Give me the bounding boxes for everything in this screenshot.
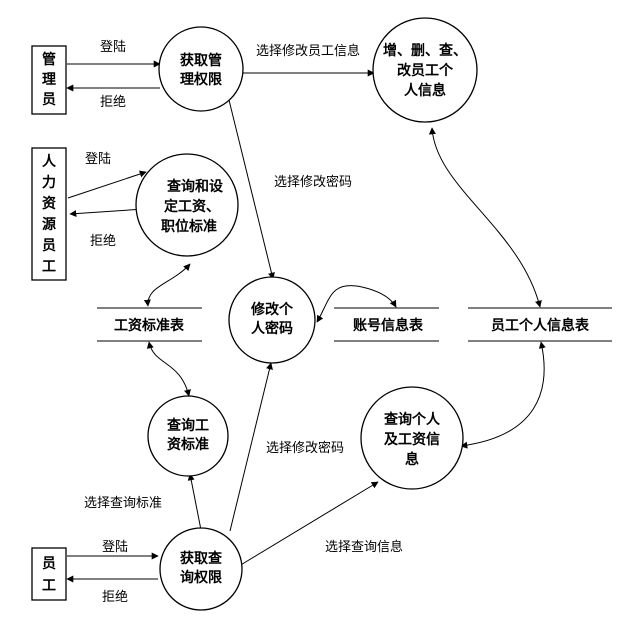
process-admin-auth: 获取管 理权限 xyxy=(158,26,244,112)
svg-text:定工资、: 定工资、 xyxy=(164,198,220,215)
flow-select-modify-employee-label: 选择修改员工信息 xyxy=(256,43,360,59)
svg-text:人密码: 人密码 xyxy=(251,320,293,337)
flow-emp-to-password-arrow xyxy=(229,362,273,532)
flow-emp-to-std-arrow xyxy=(187,473,202,531)
svg-text:查询工: 查询工 xyxy=(167,417,209,434)
flow-emp-login-label: 登陆 xyxy=(102,539,128,555)
flow-hr-std-table-arrow xyxy=(143,263,191,307)
svg-text:增、删、查、: 增、删、查、 xyxy=(383,42,467,59)
data-store-account: 账号信息表 xyxy=(334,307,439,342)
flow-lines xyxy=(66,60,546,583)
flow-hr-login-arrow xyxy=(67,170,147,199)
svg-text:获取管: 获取管 xyxy=(180,52,222,69)
flow-admin-to-password-arrow xyxy=(228,99,275,280)
svg-text:及工资信: 及工资信 xyxy=(384,431,440,448)
process-query-salary-std: 查询工 资标准 xyxy=(147,395,229,477)
flow-emp-reject-label: 拒绝 xyxy=(102,589,128,605)
flow-info-table-personal-arrow xyxy=(460,341,546,449)
svg-text:职位标准: 职位标准 xyxy=(161,218,217,235)
entity-admin: 管 理 员 xyxy=(31,45,67,115)
svg-text:查询个人: 查询个人 xyxy=(384,411,441,428)
data-store-salary-std: 工资标准表 xyxy=(97,307,202,342)
flow-std-table-query-arrow xyxy=(146,341,191,397)
svg-text:员: 员 xyxy=(42,238,56,254)
flow-admin-reject-label: 拒绝 xyxy=(100,94,126,110)
account-table-label: 账号信息表 xyxy=(353,317,424,334)
svg-text:人: 人 xyxy=(42,153,57,170)
svg-text:力: 力 xyxy=(42,174,56,191)
svg-text:资: 资 xyxy=(42,195,56,212)
process-query-personal: 查询个人 及工资信 息 xyxy=(360,386,464,490)
flow-crud-info-table-arrow xyxy=(428,127,542,308)
svg-text:获取查: 获取查 xyxy=(180,550,223,567)
process-crud-employee: 增、删、查、 改员工个 人信息 xyxy=(372,17,478,123)
flow-emp-to-personal-arrow xyxy=(238,481,379,567)
svg-text:查询和设: 查询和设 xyxy=(167,178,224,195)
svg-text:员: 员 xyxy=(42,556,56,572)
svg-text:理: 理 xyxy=(42,72,56,88)
svg-text:人信息: 人信息 xyxy=(404,82,446,99)
svg-text:修改个: 修改个 xyxy=(250,301,294,318)
employee-info-table-label: 员工个人信息表 xyxy=(491,317,590,334)
flow-hr-reject-label: 拒绝 xyxy=(90,233,116,249)
svg-text:员: 员 xyxy=(42,92,56,108)
flow-select-query-info-label: 选择查询信息 xyxy=(325,539,403,555)
data-store-employee-info: 员工个人信息表 xyxy=(468,307,612,342)
flow-hr-login-label: 登陆 xyxy=(85,151,111,167)
process-change-password: 修改个 人密码 xyxy=(228,276,316,364)
flow-select-change-password-top-label: 选择修改密码 xyxy=(274,174,352,190)
entity-hr-staff: 人 力 资 源 员 工 xyxy=(31,147,67,281)
flow-select-query-std-label: 选择查询标准 xyxy=(84,496,162,511)
flow-labels: 登陆 拒绝 选择修改员工信息 选择修改密码 登陆 拒绝 选择修改密码 选择查询标… xyxy=(84,39,403,605)
flow-password-account-arrow xyxy=(316,285,397,323)
flow-select-change-password-bottom-label: 选择修改密码 xyxy=(266,440,344,456)
entity-employee: 员 工 xyxy=(31,547,67,601)
svg-text:息: 息 xyxy=(405,451,419,468)
svg-text:资标准: 资标准 xyxy=(167,436,209,453)
svg-text:工: 工 xyxy=(42,578,56,594)
process-hr-salary: 查询和设 定工资、 职位标准 xyxy=(135,153,239,257)
svg-text:询权限: 询权限 xyxy=(180,569,222,586)
flow-admin-login-label: 登陆 xyxy=(100,39,126,55)
process-employee-auth: 获取查 询权限 xyxy=(159,527,243,611)
svg-text:理权限: 理权限 xyxy=(180,71,222,88)
flow-hr-reject-arrow xyxy=(69,208,145,218)
svg-text:改员工个: 改员工个 xyxy=(397,62,454,79)
svg-text:工: 工 xyxy=(42,259,56,275)
salary-std-table-label: 工资标准表 xyxy=(114,317,185,334)
svg-text:管: 管 xyxy=(42,51,56,68)
svg-text:源: 源 xyxy=(42,216,56,233)
